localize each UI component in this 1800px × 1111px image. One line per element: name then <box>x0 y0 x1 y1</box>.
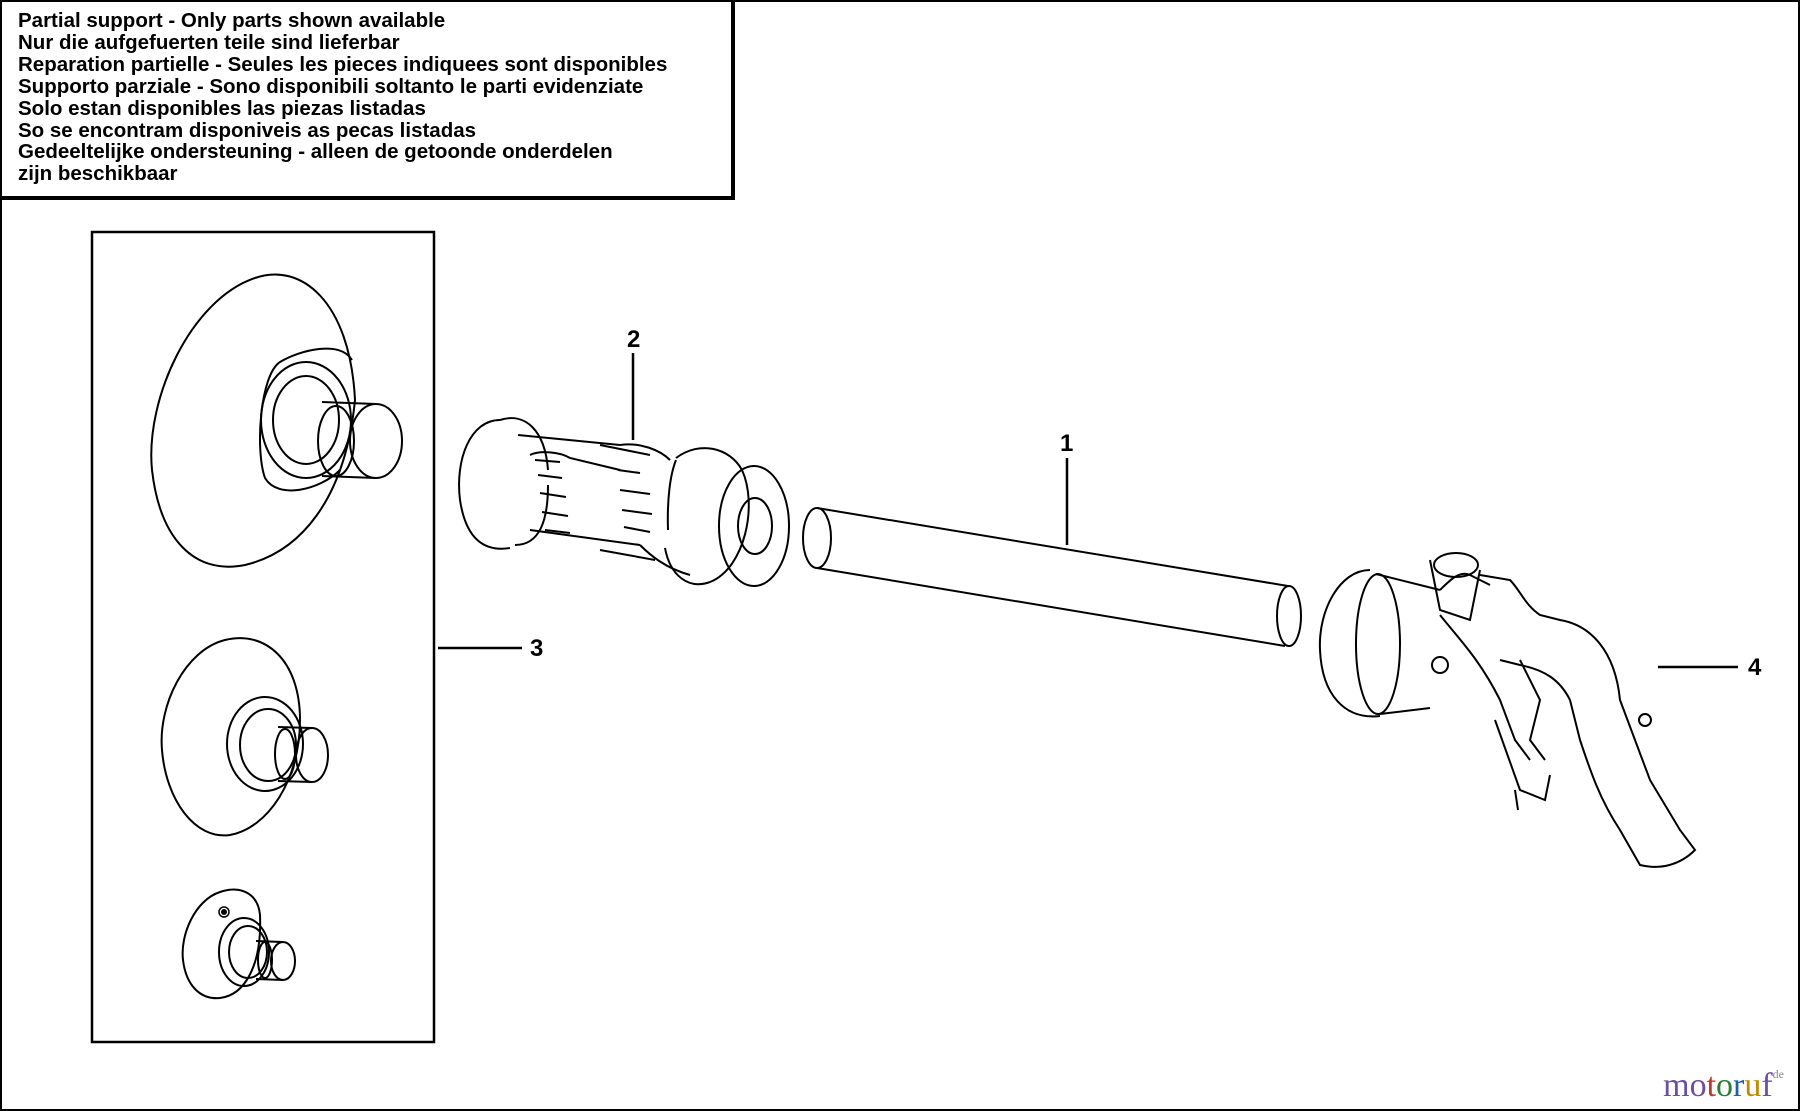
callout-part-4: 4 <box>1748 654 1762 681</box>
watermark-logo: motorufde <box>1663 1067 1784 1105</box>
part3-group-frame <box>90 230 436 1044</box>
suction-cup-medium <box>160 637 329 837</box>
callout-part-1: 1 <box>1060 430 1074 457</box>
tube <box>802 507 1302 647</box>
watermark-letter: o <box>1689 1067 1707 1104</box>
notice-line-de: Nur die aufgefuerten teile sind lieferba… <box>18 30 400 54</box>
watermark-letter: m <box>1663 1067 1690 1104</box>
watermark-suffix: de <box>1772 1067 1784 1081</box>
watermark-letter: t <box>1706 1067 1717 1104</box>
availability-notice-box: Partial support - Only parts shown avail… <box>0 0 735 200</box>
notice-line-nl: Gedeeltelijke ondersteuning - alleen de … <box>18 140 613 164</box>
watermark-letter: u <box>1744 1067 1762 1104</box>
callout-part-2: 2 <box>627 326 641 353</box>
callout-part-3: 3 <box>530 635 544 662</box>
watermark-letter: r <box>1733 1067 1745 1104</box>
handle-grip <box>458 417 790 587</box>
notice-line-fr: Reparation partielle - Seules les pieces… <box>18 52 668 76</box>
notice-line-pt: So se encontram disponiveis as pecas lis… <box>18 118 477 142</box>
watermark-letter: f <box>1761 1067 1773 1104</box>
trigger-handle <box>1318 552 1697 868</box>
watermark-letter: o <box>1716 1067 1734 1104</box>
notice-line-en: Partial support - Only parts shown avail… <box>18 9 446 32</box>
watermark-text: motoruf <box>1663 1067 1773 1105</box>
notice-line-es: Solo estan disponibles las piezas listad… <box>18 96 426 120</box>
suction-cup-large <box>150 273 403 568</box>
notice-line-it: Supporto parziale - Sono disponibili sol… <box>18 74 644 98</box>
suction-cup-small <box>181 888 296 1000</box>
notice-line-nl-cont: zijn beschikbaar <box>18 162 178 186</box>
